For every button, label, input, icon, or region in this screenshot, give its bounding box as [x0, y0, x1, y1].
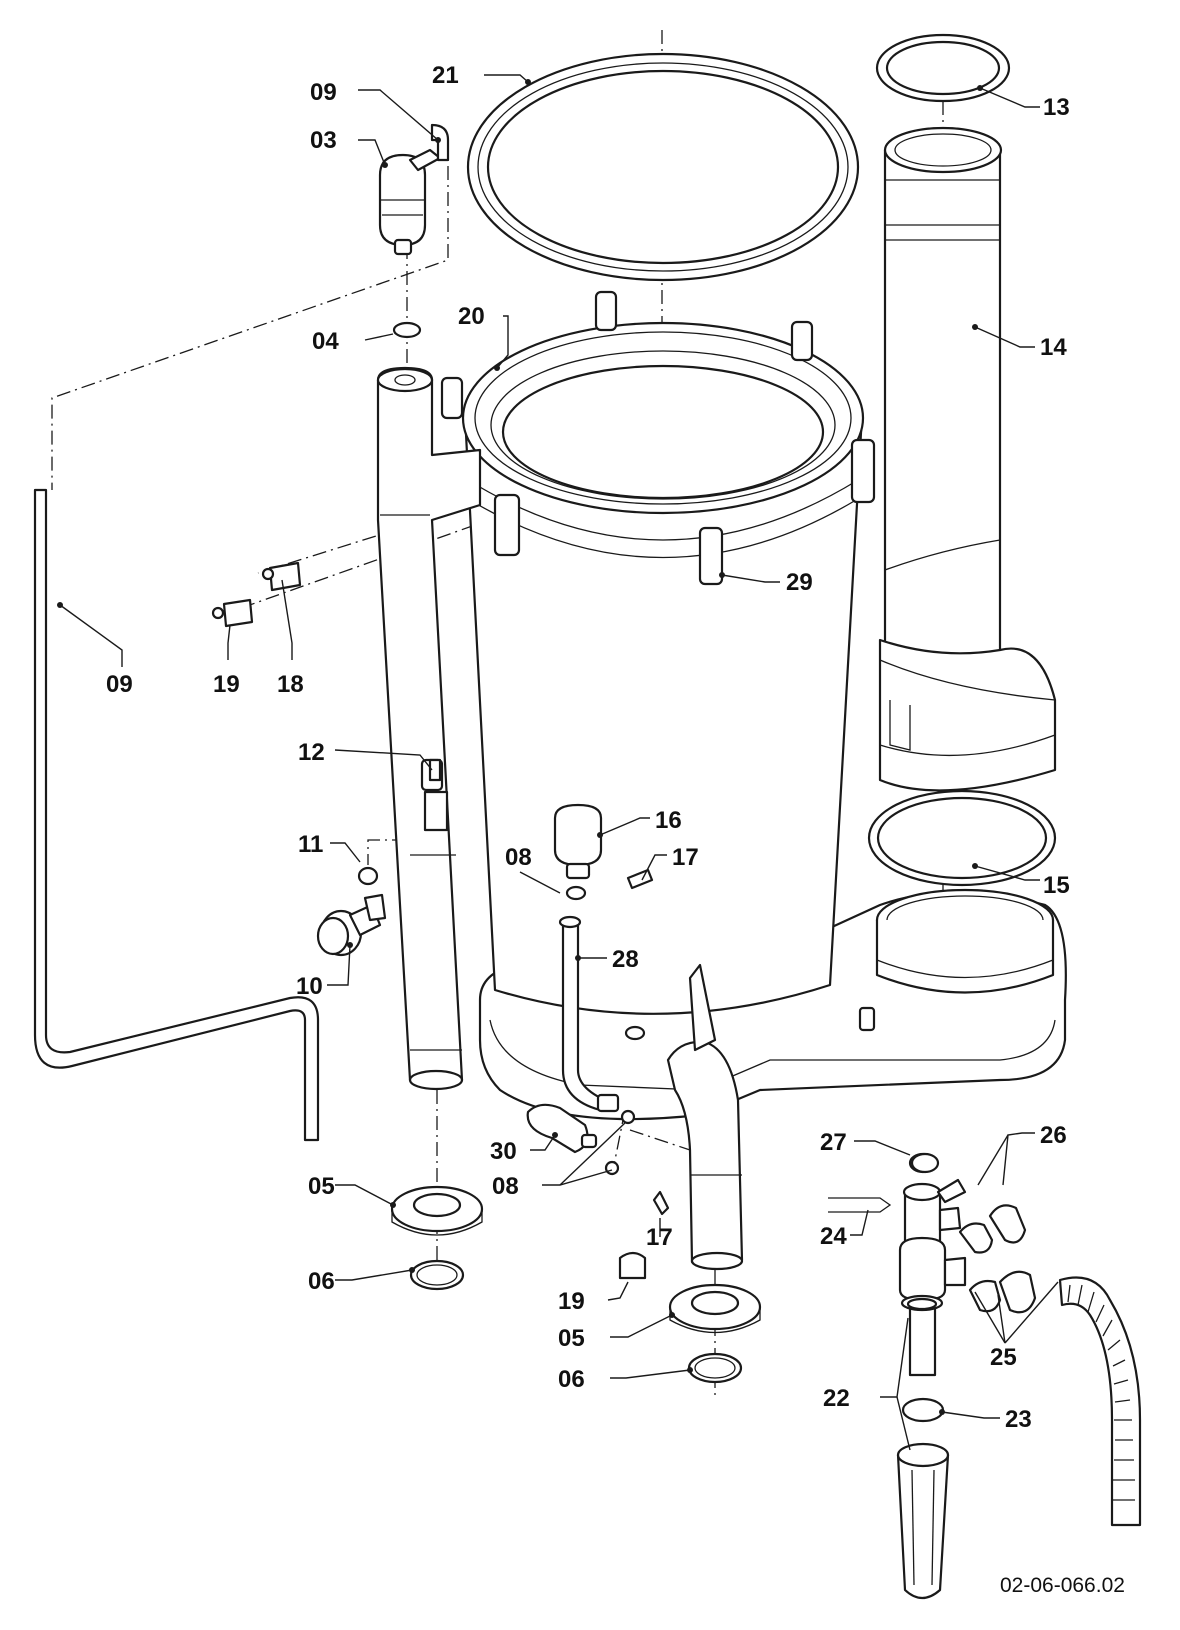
return-pipe: [666, 963, 744, 1271]
gasket-06-left: [409, 1259, 465, 1291]
drawing-reference: 02-06-066.02: [1000, 1574, 1125, 1597]
callout-06-left: 06: [308, 1268, 335, 1295]
air-vent-03: [378, 123, 450, 256]
sensor-30: [526, 1103, 598, 1154]
callout-23: 23: [1005, 1406, 1032, 1433]
callout-15: 15: [1043, 872, 1070, 899]
callout-09-top: 09: [310, 79, 337, 106]
o-ring-08-top: [565, 885, 587, 901]
o-ring-04: [392, 321, 422, 339]
callout-17-lower: 17: [646, 1224, 673, 1251]
callout-17-top: 17: [672, 844, 699, 871]
flue-pipe-14: [878, 126, 1057, 792]
callout-27: 27: [820, 1129, 847, 1156]
callout-19-upper: 19: [213, 671, 240, 698]
flange-05-center: [668, 1283, 762, 1334]
o-ring-23: [901, 1397, 945, 1423]
sensor-18: [261, 561, 302, 592]
callout-06-center: 06: [558, 1366, 585, 1393]
callout-08-top: 08: [505, 844, 532, 871]
callout-19-lower: 19: [558, 1288, 585, 1315]
sensor-16: [553, 803, 603, 880]
trap-cup-22: [896, 1442, 950, 1600]
seal-ring-15: [867, 789, 1057, 887]
callout-10: 10: [296, 973, 323, 1000]
callout-20: 20: [458, 303, 485, 330]
leader-lines: [59, 74, 1059, 1451]
o-ring-11: [357, 866, 379, 886]
o-ring-27: [910, 1152, 940, 1174]
callout-29: 29: [786, 569, 813, 596]
pipe-28: [558, 915, 620, 1113]
callout-21: 21: [432, 62, 459, 89]
callout-28: 28: [612, 946, 639, 973]
callout-16: 16: [655, 807, 682, 834]
clip-12: [428, 758, 442, 782]
heat-exchanger-vessel-20: [440, 290, 876, 1041]
callout-05-center: 05: [558, 1325, 585, 1352]
callout-14: 14: [1040, 334, 1067, 361]
gasket-06-center: [687, 1352, 743, 1384]
sensor-19-upper: [211, 598, 254, 628]
o-ring-08-lower: [604, 1109, 636, 1176]
pressure-gauge-10: [316, 893, 387, 957]
callout-03: 03: [310, 127, 337, 154]
gasket-ring-21: [466, 52, 860, 282]
clamp-bracket: [440, 290, 876, 586]
callout-05-left: 05: [308, 1173, 335, 1200]
callout-26: 26: [1040, 1122, 1067, 1149]
callout-13: 13: [1043, 94, 1070, 121]
callout-09-left: 09: [106, 671, 133, 698]
leader-dots: [57, 79, 983, 1415]
callout-25: 25: [990, 1344, 1017, 1371]
callout-04: 04: [312, 328, 339, 355]
seal-ring-13: [875, 33, 1011, 103]
callout-22: 22: [823, 1385, 850, 1412]
sensor-19-lower: [618, 1251, 647, 1280]
connection-pipe-09: [33, 488, 320, 1142]
clip-17-lower: [652, 1190, 670, 1216]
clip-17-top: [626, 868, 654, 890]
flow-pipe: [376, 366, 482, 1091]
flange-05-left: [390, 1185, 484, 1236]
callout-08-lower: 08: [492, 1173, 519, 1200]
callout-12: 12: [298, 739, 325, 766]
callout-18: 18: [277, 671, 304, 698]
callout-labels: 21 09 03 13 04 20 14 29 09 19 18 12 16 1…: [106, 62, 1070, 1433]
callout-30: 30: [490, 1138, 517, 1165]
callout-24: 24: [820, 1223, 847, 1250]
callout-11: 11: [298, 831, 323, 858]
drain-hose: [1058, 1276, 1142, 1527]
